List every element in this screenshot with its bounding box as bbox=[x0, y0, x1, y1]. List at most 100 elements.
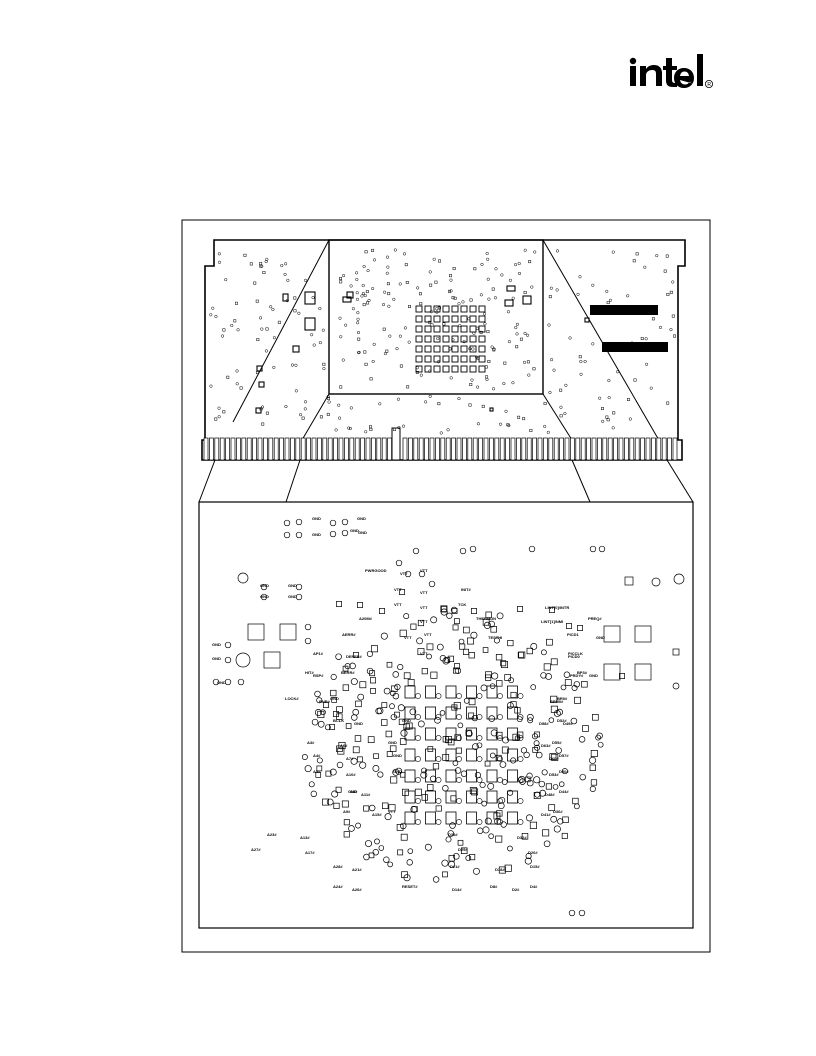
bga-pad bbox=[424, 355, 432, 363]
bga-pad bbox=[466, 727, 477, 741]
signal-label: A27# bbox=[251, 847, 261, 852]
pad-circle bbox=[348, 825, 355, 832]
pad-circle bbox=[518, 775, 526, 783]
bga-pad bbox=[469, 325, 477, 333]
signal-label: GND bbox=[393, 753, 402, 758]
via-pad bbox=[435, 798, 442, 804]
pad-circle bbox=[516, 716, 523, 723]
via-pad bbox=[318, 306, 322, 311]
pad-circle bbox=[543, 840, 551, 848]
via-pad bbox=[530, 285, 534, 289]
via-pad bbox=[497, 798, 503, 804]
pad-circle bbox=[432, 876, 440, 883]
pad-circle bbox=[403, 874, 411, 882]
via-pad bbox=[498, 422, 503, 426]
pad-square bbox=[525, 776, 531, 783]
pad-circle bbox=[421, 767, 427, 774]
edge-finger bbox=[575, 437, 581, 461]
smd-pad bbox=[522, 417, 526, 421]
via-pad bbox=[644, 337, 648, 341]
bga-pad bbox=[445, 811, 457, 825]
via-pad bbox=[235, 369, 239, 373]
bga-pad bbox=[478, 325, 486, 333]
bga-pad bbox=[404, 685, 416, 699]
pad-square bbox=[457, 839, 464, 846]
via-pad bbox=[630, 341, 634, 345]
edge-finger bbox=[429, 437, 435, 461]
component-footprint bbox=[304, 291, 316, 305]
via-pad bbox=[645, 362, 649, 366]
pad-square bbox=[463, 626, 470, 634]
pad-circle bbox=[525, 853, 532, 860]
via-pad bbox=[607, 396, 611, 400]
bga-pad bbox=[460, 345, 468, 353]
bga-pad bbox=[433, 325, 441, 333]
via-pad bbox=[550, 358, 554, 362]
smd-pad bbox=[408, 305, 411, 308]
via-pad bbox=[361, 283, 365, 288]
pad-circle bbox=[403, 613, 410, 620]
intel-logo-icon: R bbox=[629, 54, 714, 89]
via-pad bbox=[348, 426, 352, 431]
via-pad bbox=[559, 405, 563, 409]
edge-finger bbox=[478, 437, 483, 461]
edge-finger bbox=[602, 437, 608, 461]
via-pad bbox=[269, 305, 273, 309]
via-pad bbox=[224, 278, 228, 282]
pad-square bbox=[510, 701, 517, 708]
bga-pad bbox=[460, 325, 468, 333]
smd-pad bbox=[437, 402, 441, 406]
edge-finger bbox=[537, 437, 543, 461]
pad-circle bbox=[304, 637, 312, 645]
bga-pad bbox=[424, 305, 432, 313]
via-pad bbox=[507, 423, 511, 428]
pad-square bbox=[399, 771, 406, 778]
pad-circle bbox=[469, 545, 477, 553]
smd-pad bbox=[261, 422, 265, 426]
smd-pad bbox=[548, 295, 552, 299]
pad-square bbox=[590, 779, 598, 786]
via-pad bbox=[476, 714, 483, 720]
pad-circle bbox=[412, 547, 420, 555]
pad-circle bbox=[476, 827, 484, 834]
smd-pad bbox=[662, 345, 666, 349]
pad-circle bbox=[283, 531, 291, 539]
via-pad bbox=[514, 326, 518, 330]
pad-square bbox=[323, 702, 329, 708]
via-pad bbox=[502, 381, 506, 386]
pad-square bbox=[394, 711, 400, 718]
pad-circle bbox=[378, 845, 385, 851]
signal-label: A28# bbox=[333, 864, 343, 869]
via-pad bbox=[337, 403, 341, 407]
pad-circle bbox=[500, 821, 507, 828]
breakout-line-right bbox=[542, 239, 661, 443]
via-pad bbox=[381, 303, 386, 307]
pad-circle bbox=[237, 678, 245, 686]
via-pad bbox=[321, 328, 325, 332]
via-pad bbox=[211, 306, 215, 310]
pad-square bbox=[381, 719, 388, 726]
pad-square bbox=[353, 652, 359, 658]
edge-finger bbox=[408, 437, 413, 461]
via-pad bbox=[402, 252, 407, 256]
via-pad bbox=[415, 693, 421, 699]
pad-circle bbox=[473, 867, 480, 875]
pad-square bbox=[512, 733, 520, 741]
pad-square bbox=[517, 606, 523, 612]
pad-circle bbox=[428, 580, 436, 588]
pad-circle bbox=[540, 672, 547, 679]
pad-circle bbox=[538, 780, 546, 788]
edge-finger bbox=[376, 437, 382, 461]
pad-circle bbox=[552, 784, 559, 790]
pad-circle bbox=[418, 570, 426, 578]
via-pad bbox=[435, 735, 442, 741]
smd-pad bbox=[256, 338, 260, 342]
edge-finger bbox=[225, 437, 230, 461]
pad-circle bbox=[364, 840, 372, 848]
signal-label: GND bbox=[260, 594, 269, 599]
via-pad bbox=[493, 296, 497, 300]
pad-square bbox=[521, 833, 529, 840]
via-pad bbox=[435, 307, 439, 311]
bga-pad bbox=[451, 365, 459, 373]
